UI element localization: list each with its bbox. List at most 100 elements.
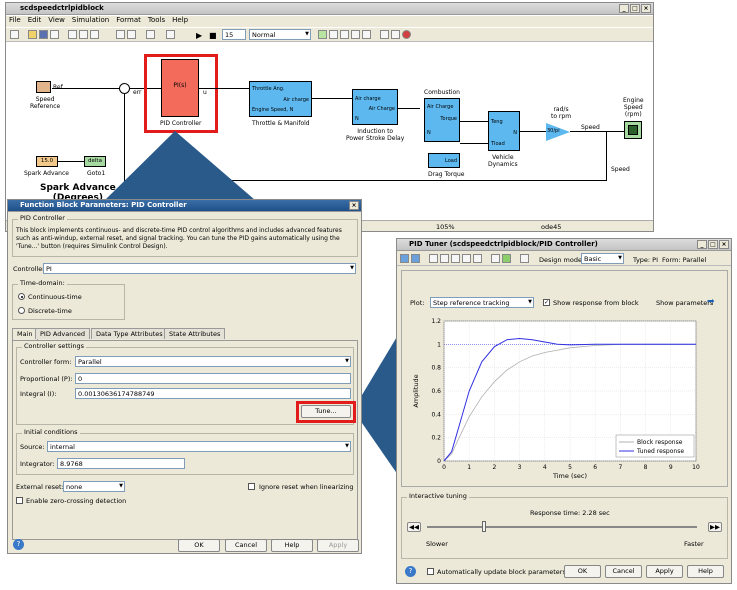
tune-button[interactable]: Tune... <box>301 405 351 418</box>
tuner-cancel-button[interactable]: Cancel <box>605 565 642 578</box>
config-icon[interactable] <box>380 30 389 39</box>
zoom-out-icon[interactable] <box>440 254 449 263</box>
menu-tools[interactable]: Tools <box>147 16 166 24</box>
y-tick-label: 1 <box>437 341 441 348</box>
zero-crossing-checkbox[interactable] <box>16 497 23 504</box>
combustion-block[interactable]: Air Charge Torque N <box>424 98 460 142</box>
save-icon[interactable] <box>39 30 48 39</box>
arrow-right-icon[interactable]: ➡ <box>707 297 715 307</box>
update-icon[interactable] <box>329 30 338 39</box>
build-icon[interactable] <box>318 30 327 39</box>
tab-state-attributes[interactable]: State Attributes <box>164 328 226 339</box>
minimize-button[interactable]: _ <box>619 4 629 13</box>
tuner-maximize-button[interactable]: □ <box>708 240 718 249</box>
load-block[interactable]: Load <box>428 153 460 168</box>
induction-n-port: N <box>355 116 359 122</box>
maximize-button[interactable]: □ <box>630 4 640 13</box>
goto-block[interactable]: delta <box>84 156 106 167</box>
cancel-button[interactable]: Cancel <box>225 539 267 552</box>
tuner-minimize-button[interactable]: _ <box>697 240 707 249</box>
compare-icon[interactable] <box>502 254 511 263</box>
explorer-icon[interactable] <box>166 30 175 39</box>
undo-icon[interactable] <box>116 30 125 39</box>
continuous-time-radio[interactable] <box>18 293 25 300</box>
help-icon[interactable]: ? <box>13 539 24 550</box>
tab-pid-advanced[interactable]: PID Advanced <box>35 328 91 339</box>
record-icon[interactable] <box>402 30 411 39</box>
proportional-field[interactable]: 0 <box>75 373 351 384</box>
store-icon[interactable] <box>491 254 500 263</box>
close-button[interactable]: × <box>641 4 651 13</box>
tab-main[interactable]: Main <box>12 328 38 340</box>
simulation-mode-select[interactable]: Normal <box>249 29 311 40</box>
library-browser-icon[interactable] <box>362 30 371 39</box>
tab-data-type-attributes[interactable]: Data Type Attributes <box>91 328 168 339</box>
menu-file[interactable]: File <box>9 16 21 24</box>
controller-select[interactable]: PI <box>43 263 356 274</box>
pan-icon[interactable] <box>451 254 460 263</box>
import-icon[interactable] <box>400 254 409 263</box>
debug-icon[interactable] <box>340 30 349 39</box>
induction-block[interactable]: Air charge N Air Charge <box>352 89 398 125</box>
dialog-close-button[interactable]: × <box>349 201 359 210</box>
slower-step-button[interactable]: ◀◀ <box>407 522 421 532</box>
tuner-help-button[interactable]: Help <box>687 565 724 578</box>
export-icon[interactable] <box>411 254 420 263</box>
faster-step-button[interactable]: ▶▶ <box>708 522 722 532</box>
help-button[interactable]: Help <box>271 539 313 552</box>
discrete-time-radio[interactable] <box>18 307 25 314</box>
response-slider-track[interactable] <box>427 526 697 528</box>
library-icon[interactable] <box>146 30 155 39</box>
view-icon[interactable] <box>473 254 482 263</box>
show-response-label: Show response from block <box>553 299 639 307</box>
tuner-help-icon[interactable]: ? <box>405 566 416 577</box>
model-explorer-icon[interactable] <box>351 30 360 39</box>
auto-update-checkbox[interactable] <box>427 568 434 575</box>
throttle-manifold-label: Throttle & Manifold <box>252 120 310 127</box>
vehicle-dynamics-block[interactable]: Teng N Tload <box>488 111 520 151</box>
menu-simulation[interactable]: Simulation <box>71 16 110 24</box>
data-cursor-icon[interactable] <box>462 254 471 263</box>
tuner-apply-button[interactable]: Apply <box>646 565 683 578</box>
open-icon[interactable] <box>28 30 37 39</box>
redo-icon[interactable] <box>127 30 136 39</box>
controller-form-select[interactable]: Parallel <box>75 356 351 367</box>
integral-field[interactable]: 0.00130636174788749 <box>75 388 351 399</box>
ignore-reset-checkbox[interactable] <box>248 483 255 490</box>
sum-block[interactable] <box>119 83 130 94</box>
throttle-manifold-block[interactable]: Throttle Ang. Engine Speed, N Air charge <box>249 81 312 117</box>
menu-edit[interactable]: Edit <box>27 16 42 24</box>
menu-help[interactable]: Help <box>172 16 189 24</box>
plot-type-select[interactable]: Step reference tracking <box>430 297 534 308</box>
apply-button[interactable]: Apply <box>317 539 359 552</box>
response-slider-thumb[interactable] <box>482 521 486 532</box>
settings-icon[interactable] <box>520 254 529 263</box>
source-select[interactable]: internal <box>47 441 351 452</box>
pid-controller-block[interactable]: PI(s) <box>161 59 199 117</box>
tuner-close-button[interactable]: × <box>719 240 729 249</box>
show-parameters-link[interactable]: Show parameters <box>656 299 714 307</box>
external-reset-select[interactable]: none <box>63 481 125 492</box>
engine-speed-scope[interactable] <box>624 121 642 139</box>
menu-format[interactable]: Format <box>116 16 141 24</box>
speed-reference-block[interactable] <box>36 81 51 93</box>
zoom-in-icon[interactable] <box>429 254 438 263</box>
gain-block[interactable] <box>546 123 570 141</box>
spark-advance-constant[interactable]: 15.0 <box>36 156 58 167</box>
stop-simulation-icon[interactable]: ■ <box>209 31 217 40</box>
tuner-ok-button[interactable]: OK <box>564 565 601 578</box>
ok-button[interactable]: OK <box>178 539 220 552</box>
print-icon[interactable] <box>50 30 59 39</box>
external-reset-label: External reset: <box>16 483 64 491</box>
start-simulation-icon[interactable]: ▶ <box>196 31 203 40</box>
integrator-field[interactable]: 8.9768 <box>57 458 185 469</box>
paste-icon[interactable] <box>90 30 99 39</box>
cut-icon[interactable] <box>68 30 77 39</box>
show-response-checkbox[interactable]: ✓ <box>543 299 550 306</box>
stop-time-field[interactable]: 15 <box>222 29 246 40</box>
menu-view[interactable]: View <box>48 16 65 24</box>
advisor-icon[interactable] <box>391 30 400 39</box>
copy-icon[interactable] <box>79 30 88 39</box>
design-mode-select[interactable]: Basic <box>581 253 624 264</box>
new-icon[interactable] <box>10 30 19 39</box>
